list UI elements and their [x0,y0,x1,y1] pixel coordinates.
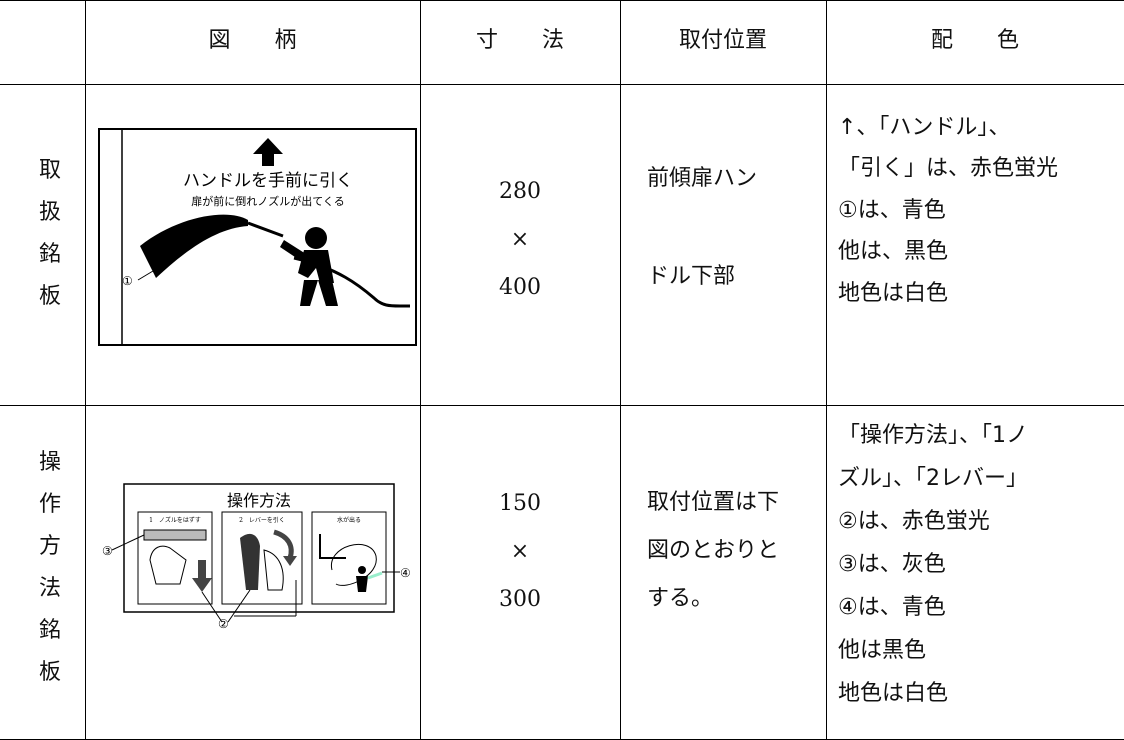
header-design: 図 柄 [208,28,297,53]
color-operation-line6: 他は黒色 [838,638,927,663]
color-operation-line3: ②は、赤色蛍光 [838,509,990,534]
plate-title: ハンドルを手前に引く [183,171,353,191]
color-handling-line5: 地色は白色 [838,281,949,306]
table-divider [0,405,1124,406]
position-operation-line1: 取付位置は下 [647,490,780,515]
position-handling-line1: 前傾扉ハン [647,166,758,191]
color-operation-line2: ズル」、「2レバー」 [838,466,1028,491]
color-handling-line2: 「引く」は、赤色蛍光 [838,156,1059,181]
table-divider [85,0,86,740]
callout-4: ④ [400,566,411,580]
header-position: 取付位置 [678,28,767,53]
color-handling-line4: 他は、黒色 [838,239,949,264]
size-handling-plate: 280 × 400 [499,179,541,300]
position-operation-line3: する。 [647,586,714,611]
table-divider [620,0,621,740]
position-handling-line2: ドル下部 [647,264,736,289]
color-handling-line1: ↑、「ハンドル」、 [838,115,1011,140]
size-operation-plate: 150 × 300 [499,491,541,612]
row-label-handling-plate: 取 扱 銘 板 [38,158,61,309]
color-operation-line4: ③は、灰色 [838,552,946,577]
color-operation-line5: ④は、青色 [838,595,946,620]
header-color: 配 色 [930,28,1019,53]
position-operation-line2: 図のとおりと [647,538,780,563]
hand-icon [263,549,284,591]
lever-icon [240,533,260,590]
panel3-caption: 水が出る [337,516,361,524]
row-label-operation-plate: 操 作 方 法 銘 板 [38,450,61,685]
nozzle-icon [143,529,207,541]
handling-plate-illustration: ハンドルを手前に引く 扉が前に倒れノズルが出てくる ① [98,128,417,346]
callout-1: ① [122,274,133,288]
callout-3: ③ [102,544,113,558]
color-handling-line3: ①は、青色 [838,198,946,223]
table-divider [826,0,827,740]
person-icon [358,566,366,574]
plate-subtitle: 扉が前に倒れノズルが出てくる [191,194,344,208]
color-operation-line1: 「操作方法」、「1ノ [838,423,1028,448]
rotate-arrow-icon [273,529,294,559]
header-size: 寸 法 [475,28,564,53]
table-divider [0,84,1124,85]
panel2-caption: 2 レバーを引く [239,516,285,524]
cabinet-icon [319,534,346,559]
up-arrow-icon [253,138,283,166]
table-divider [0,0,1124,1]
operation-plate-illustration: 操作方法 1 ノズルをはずす 2 レバーを引く 水が出る ③ ④ ② [102,483,411,630]
person-with-hose-icon [280,227,338,306]
color-operation-line7: 地色は白色 [838,681,949,706]
callout-2: ② [218,617,229,630]
plate-title: 操作方法 [227,491,291,510]
table-divider [420,0,421,740]
panel1-caption: 1 ノズルをはずす [149,516,201,524]
down-arrow-icon [192,560,212,592]
hand-icon [149,545,187,585]
water-spray-icon [140,214,248,278]
